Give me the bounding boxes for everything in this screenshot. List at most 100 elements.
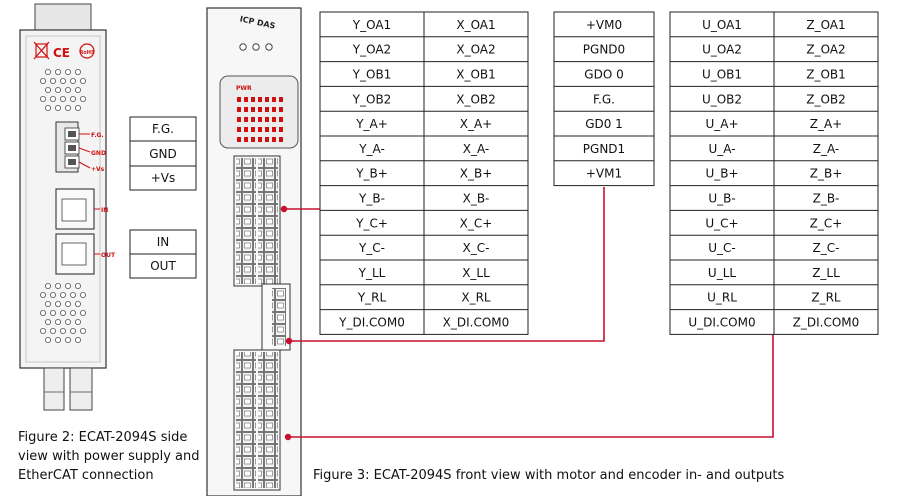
lower-terminal-block bbox=[233, 349, 281, 491]
yx-table-cell: Y_C+ bbox=[355, 216, 388, 230]
ethercat-table-cell: OUT bbox=[150, 259, 176, 273]
motor-power-table-cell: +VM0 bbox=[586, 18, 622, 32]
figure3-caption: Figure 3: ECAT-2094S front view with mot… bbox=[313, 466, 793, 485]
uz-table-cell: U_A+ bbox=[705, 117, 738, 131]
uz-table-cell: U_A- bbox=[708, 142, 735, 156]
uz-table-cell: Z_OB2 bbox=[806, 92, 846, 106]
uz-table-cell: Z_B- bbox=[813, 192, 840, 206]
power-table: F.G. GND +Vs bbox=[129, 116, 197, 191]
ethercat-table-cell: IN bbox=[157, 235, 170, 249]
yx-table-cell: Y_OB2 bbox=[352, 92, 392, 106]
pwr-led-label: PWR bbox=[236, 85, 252, 92]
uz-table-cell: Z_C+ bbox=[810, 216, 843, 230]
port-label-in: IN bbox=[101, 207, 108, 214]
uz-table-cell: U_RL bbox=[707, 291, 737, 305]
yx-table-cell: Y_A+ bbox=[355, 117, 388, 131]
uz-table-cell: Z_OB1 bbox=[806, 68, 846, 82]
yx-table-cell: X_B- bbox=[463, 192, 490, 206]
pin-label-fg: F.G. bbox=[91, 132, 104, 139]
yx-table-cell: X_B+ bbox=[460, 167, 493, 181]
rohs-icon: RoHS bbox=[79, 43, 95, 59]
ethercat-table: IN OUT bbox=[129, 229, 197, 279]
rj45-out-port: OUT bbox=[55, 233, 116, 275]
figure3-caption-text: Figure 3: ECAT-2094S front view with mot… bbox=[313, 468, 785, 483]
svg-text:RoHS: RoHS bbox=[79, 50, 94, 56]
uz-table-cell: Z_C- bbox=[813, 241, 840, 255]
upper-terminal-block bbox=[233, 155, 281, 287]
yx-table-cell: Y_RL bbox=[357, 291, 387, 305]
uz-table-cell: Z_OA2 bbox=[806, 43, 845, 57]
port-label-out: OUT bbox=[101, 252, 116, 259]
power-table-cell: +Vs bbox=[151, 171, 176, 185]
side-vent-bottom bbox=[40, 282, 87, 343]
side-view-device: CE RoHS F.G. GND +Vs bbox=[19, 3, 116, 411]
motor-power-table-cell: PGND0 bbox=[583, 43, 625, 57]
motor-power-connection-line bbox=[289, 187, 605, 342]
yx-table-cell: X_OB2 bbox=[456, 92, 496, 106]
yx-table-cell: X_A+ bbox=[460, 117, 492, 131]
middle-connector bbox=[261, 283, 291, 351]
uz-table-cell: U_OA2 bbox=[702, 43, 742, 57]
uz-table-cell: U_DI.COM0 bbox=[688, 316, 755, 330]
uz-table-cell: Z_LL bbox=[812, 266, 840, 280]
connection-lines bbox=[284, 187, 774, 438]
yx-table-cell: Y_A- bbox=[358, 142, 385, 156]
yx-table-cell: X_DI.COM0 bbox=[443, 316, 510, 330]
yx-table-cell: X_LL bbox=[462, 266, 490, 280]
uz-connection-line bbox=[288, 334, 774, 438]
front-view-device: ICP DAS PWR bbox=[206, 7, 302, 496]
side-vent-top bbox=[40, 69, 87, 112]
uz-table-cell: Z_OA1 bbox=[806, 18, 845, 32]
yx-table-cell: Y_C- bbox=[358, 241, 385, 255]
pin-label-gnd: GND bbox=[91, 150, 106, 157]
yx-table-cell: X_C+ bbox=[460, 216, 493, 230]
yx-table-cell: X_A- bbox=[463, 142, 490, 156]
uz-table-cell: U_LL bbox=[708, 266, 736, 280]
weee-icon bbox=[33, 41, 50, 60]
yx-table-cell: Y_B+ bbox=[355, 167, 388, 181]
power-terminal-block: F.G. GND +Vs bbox=[55, 121, 106, 173]
rj45-in-port: IN bbox=[55, 188, 108, 230]
power-table-cell: F.G. bbox=[152, 122, 174, 136]
uz-table-cell: Z_RL bbox=[811, 291, 841, 305]
yx-table-cell: X_C- bbox=[463, 241, 490, 255]
motor-power-table-cell: PGND1 bbox=[583, 142, 625, 156]
uz-table-cell: U_C+ bbox=[705, 216, 738, 230]
motor-power-table-cell: GDO 0 bbox=[584, 68, 623, 82]
uz-table-cell: Z_B+ bbox=[810, 167, 843, 181]
yx-table-cell: Y_DI.COM0 bbox=[338, 316, 405, 330]
yx-table-cell: Y_OA1 bbox=[352, 18, 391, 32]
figure2-caption-line: Figure 2: ECAT-2094S side bbox=[18, 430, 188, 445]
motor-power-table-cell: GD0 1 bbox=[585, 117, 623, 131]
motor-power-table-border bbox=[553, 11, 655, 187]
yx-table-cell: X_RL bbox=[461, 291, 491, 305]
figure2-caption: Figure 2: ECAT-2094S side view with powe… bbox=[18, 428, 208, 485]
uz-table-cell: Z_A+ bbox=[810, 117, 842, 131]
uz-table-cell: U_OA1 bbox=[702, 18, 742, 32]
uz-table-cell: U_B- bbox=[708, 192, 735, 206]
yx-table-cell: X_OB1 bbox=[456, 68, 496, 82]
uz-table-cell: U_OB2 bbox=[702, 92, 742, 106]
uz-table-cell: U_C- bbox=[708, 241, 736, 255]
uz-table-cell: Z_A- bbox=[813, 142, 840, 156]
figure2-caption-line: EtherCAT connection bbox=[18, 468, 154, 483]
yx-table-cell: Y_LL bbox=[358, 266, 386, 280]
pin-label-vs: +Vs bbox=[91, 166, 105, 173]
status-led-grid bbox=[237, 97, 283, 142]
yx-table-cell: X_OA2 bbox=[456, 43, 495, 57]
yx-table-cell: X_OA1 bbox=[456, 18, 495, 32]
motor-power-table-cell: F.G. bbox=[593, 92, 615, 106]
yx-table-cell: Y_B- bbox=[358, 192, 385, 206]
uz-table-cell: Z_DI.COM0 bbox=[793, 316, 860, 330]
yx-table-cell: Y_OA2 bbox=[352, 43, 391, 57]
figure2-caption-line: view with power supply and bbox=[18, 449, 200, 464]
yx-table-cell: Y_OB1 bbox=[352, 68, 392, 82]
connection-dots bbox=[280, 205, 293, 441]
motor-power-table-cell: +VM1 bbox=[586, 167, 622, 181]
uz-table-cell: U_OB1 bbox=[702, 68, 742, 82]
ce-mark-icon: CE bbox=[53, 46, 70, 60]
